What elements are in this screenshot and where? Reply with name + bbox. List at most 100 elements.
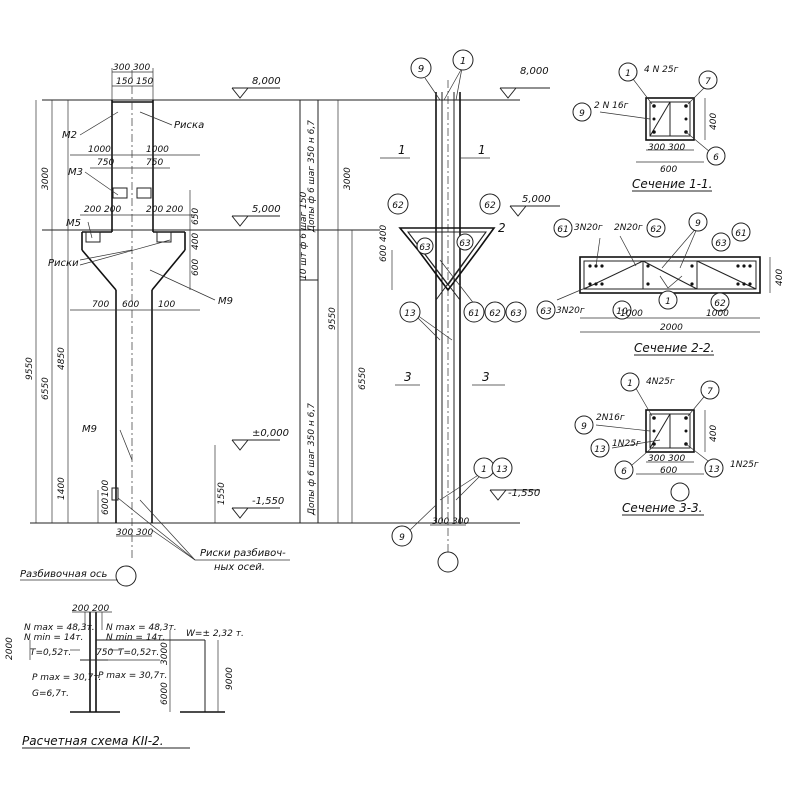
svg-text:13: 13: [594, 445, 606, 455]
s2-dim-2000: 2000: [660, 323, 683, 333]
svg-text:62: 62: [650, 225, 662, 235]
dim-200-200-right: 200 200: [146, 205, 183, 215]
s2-rebar-3n20-top: 3N20г: [574, 223, 603, 233]
calc-g: G=6,7т.: [32, 689, 69, 699]
s2-dim-1000-right: 1000: [706, 309, 729, 319]
svg-text:62: 62: [484, 201, 496, 211]
s3-rebar-4n25: 4N25г: [646, 377, 675, 387]
label-riska: Риска: [174, 120, 204, 131]
bubble-62-right: 62: [479, 193, 501, 215]
s2-bubble-10: 10: [612, 300, 632, 320]
svg-text:62: 62: [714, 299, 726, 309]
mark-m5: M5: [66, 218, 81, 229]
dim-400: 400: [191, 233, 201, 250]
dim-6550-left: 6550: [41, 377, 51, 400]
s2-bubble-62-top: 62: [646, 218, 666, 238]
dim-3000-left: 3000: [41, 167, 51, 190]
calc-nmax-right: N max = 48,3т.: [106, 623, 177, 633]
svg-text:63: 63: [419, 243, 431, 253]
dim-300-300-top: 300 300: [113, 63, 150, 73]
s1-dim-400: 400: [709, 113, 719, 130]
dim-600-400: 600 400: [379, 225, 389, 262]
svg-text:6: 6: [713, 153, 719, 163]
s3-bubble-13-right: 13: [704, 458, 724, 478]
elevation-5000-right: 5,000: [522, 194, 551, 205]
svg-text:1: 1: [625, 69, 631, 79]
label-riski: Риски: [48, 258, 79, 269]
s3-bubble-13-left: 13: [590, 438, 610, 458]
mark-m9-lower: M9: [82, 424, 97, 435]
s2-dim-1000-left: 1000: [620, 309, 643, 319]
bubble-63-left: 63: [416, 237, 434, 255]
bubble-1-low: 1: [473, 457, 495, 479]
label-riski-razbivochnyh-2: ных осей.: [214, 562, 265, 573]
bubble-61-mid: 61: [463, 301, 485, 323]
s2-bubble-62-bottom: 62: [710, 292, 730, 312]
notes-band: [299, 100, 353, 523]
calc-dim-750: 750: [96, 648, 113, 658]
svg-text:1: 1: [460, 56, 466, 67]
s2-bubble-63-left: 63: [536, 300, 556, 320]
elevation-8000-right: 8,000: [520, 66, 549, 77]
bubble-9-top: 9: [410, 57, 432, 79]
s1-rebar-4n25: 4 N 25г: [644, 65, 679, 75]
section-3-mark-left: 3: [404, 370, 412, 384]
s2-rebar-2n20: 2N20г: [614, 223, 643, 233]
s2-bubble-61-right: 61: [731, 222, 751, 242]
svg-text:62: 62: [392, 201, 404, 211]
svg-text:61: 61: [735, 229, 746, 239]
s3-dim-400: 400: [709, 425, 719, 442]
svg-text:1: 1: [665, 297, 671, 307]
dim-200-200-left: 200 200: [84, 205, 121, 215]
bubble-63-right: 63: [456, 233, 474, 251]
s3-bubble-1: 1: [620, 372, 640, 392]
dim-600: 600: [122, 300, 139, 310]
elevation-5000-left: 5,000: [252, 204, 281, 215]
section-2-2: [556, 225, 771, 333]
dim-600-vertical: 600: [191, 259, 201, 276]
calc-dim-3000: 3000: [160, 642, 170, 665]
calc-t-right: T=0,52т.: [118, 648, 159, 658]
dim-750-left: 750: [97, 158, 114, 168]
svg-text:7: 7: [705, 77, 711, 87]
svg-text:61: 61: [557, 225, 568, 235]
dim-3000-mid: 3000: [343, 167, 353, 190]
s1-title: Сечение 1-1.: [632, 177, 713, 191]
calc-nmin-right: N min = 14т.: [106, 633, 165, 643]
svg-text:9: 9: [581, 422, 587, 432]
calc-title: Расчетная схема КII-2.: [22, 734, 164, 748]
s2-title: Сечение 2-2.: [634, 341, 715, 355]
dim-300-300-base-left: 300 300: [116, 528, 153, 538]
column-elevation-left: [20, 68, 520, 587]
reinforcement-elevation: [350, 67, 560, 573]
dim-9550-left: 9550: [25, 357, 35, 380]
label-razbivochnaya-os: Разбивочная ось: [20, 568, 108, 580]
dim-700: 700: [92, 300, 109, 310]
calc-nmax-left: N max = 48,3т.: [24, 623, 95, 633]
bubble-9-low: 9: [391, 525, 413, 547]
calc-nmin-left: N min = 14т.: [24, 633, 83, 643]
elevation-minus-1550-right: -1,550: [508, 488, 540, 499]
s3-dim-600: 600: [660, 466, 677, 476]
s1-bubble-6: 6: [706, 146, 726, 166]
svg-text:1: 1: [481, 465, 487, 475]
mark-m2: M2: [62, 130, 77, 141]
mark-m3: M3: [68, 167, 83, 178]
svg-text:62: 62: [489, 309, 501, 319]
svg-text:63: 63: [715, 239, 727, 249]
dim-1000-right: 1000: [146, 145, 169, 155]
section-1-1: [599, 74, 711, 163]
bubble-1-top: 1: [452, 49, 474, 71]
svg-text:13: 13: [496, 465, 508, 475]
calc-w: W=± 2,32 т.: [186, 629, 244, 639]
calc-pmax-left: P max = 30,7т.: [32, 673, 101, 683]
svg-text:13: 13: [404, 309, 416, 319]
s3-rebar-1n25-right: 1N25г: [730, 460, 759, 470]
s3-dim-300-300: 300 300: [648, 454, 685, 464]
svg-text:1: 1: [627, 379, 633, 389]
section-1-mark-right: 1: [478, 143, 486, 157]
dim-100: 100: [158, 300, 175, 310]
dim-100-base: 100: [101, 480, 111, 497]
s3-rebar-2n16: 2N16г: [596, 413, 625, 423]
